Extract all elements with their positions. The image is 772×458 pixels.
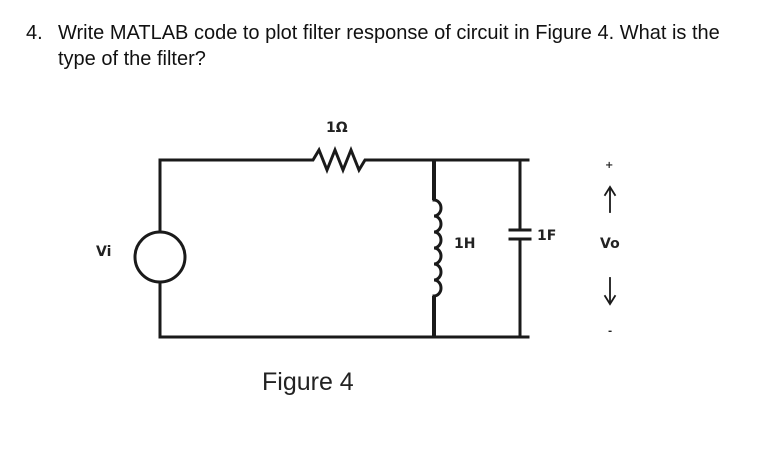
figure-caption: Figure 4 xyxy=(262,368,354,396)
output-label: Vo xyxy=(600,236,620,252)
output-plus-sign: + xyxy=(605,160,613,171)
resistor xyxy=(298,145,380,175)
arrow-up-head-icon xyxy=(603,185,617,197)
voltage-source xyxy=(133,230,187,284)
output-minus-sign: - xyxy=(608,326,612,337)
inductor-label: 1H xyxy=(454,236,475,252)
capacitor-label: 1F xyxy=(537,228,556,244)
question-text: Write MATLAB code to plot filter respons… xyxy=(58,22,720,70)
question-number: 4. xyxy=(26,22,43,44)
resistor-label: 1Ω xyxy=(326,120,348,136)
source-label: Vi xyxy=(96,244,111,260)
inductor xyxy=(432,198,443,298)
arrow-down-head-icon xyxy=(603,294,617,306)
